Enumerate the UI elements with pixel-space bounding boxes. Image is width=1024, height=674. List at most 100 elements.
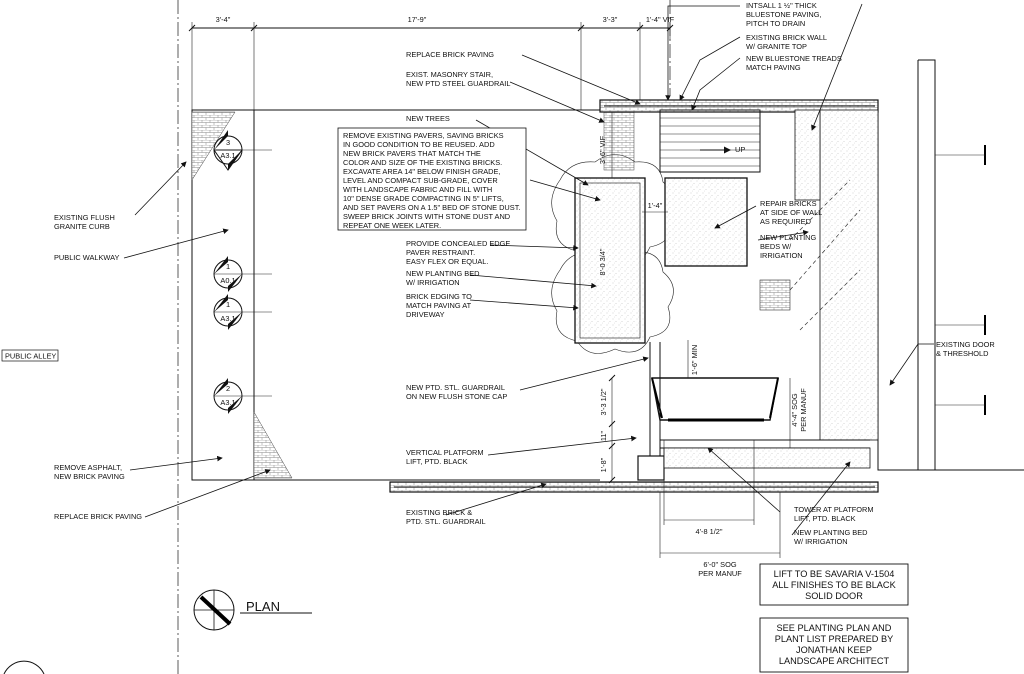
note-platform-lift: VERTICAL PLATFORM LIFT, PTD. BLACK: [406, 448, 483, 466]
svg-text:& THRESHOLD: & THRESHOLD: [936, 349, 988, 358]
svg-text:IN GOOD CONDITION TO BE REUSED: IN GOOD CONDITION TO BE REUSED. ADD: [343, 140, 495, 149]
section-marker-1-a3-1[interactable]: 1 A3.1: [213, 294, 272, 330]
dim-1-4-vif: 1'-4" VIF: [646, 15, 675, 24]
note-remove-asphalt: REMOVE ASPHALT, NEW BRICK PAVING: [54, 463, 125, 481]
svg-text:EXISTING BRICK &: EXISTING BRICK &: [406, 508, 472, 517]
svg-text:REPLACE BRICK PAVING: REPLACE BRICK PAVING: [406, 50, 494, 59]
svg-text:REPEAT ONE WEEK LATER.: REPEAT ONE WEEK LATER.: [343, 221, 441, 230]
note-new-planting-bed-2: NEW PLANTING BED W/ IRRIGATION: [794, 528, 868, 546]
marker-sheet: A3.1: [220, 314, 235, 323]
note-existing-brick-wall: EXISTING BRICK WALL W/ GRANITE TOP: [746, 33, 827, 51]
svg-text:AS REQUIRED: AS REQUIRED: [760, 217, 811, 226]
leader-lines: [123, 3, 934, 536]
svg-text:EXCAVATE AREA 14" BELOW FINISH: EXCAVATE AREA 14" BELOW FINISH GRADE,: [343, 167, 500, 176]
dim-17-9: 17'-9": [408, 15, 427, 24]
svg-text:LIFT, PTD. BLACK: LIFT, PTD. BLACK: [794, 514, 856, 523]
existing-guardrail: [389, 481, 879, 493]
svg-text:NEW BLUESTONE TREADS: NEW BLUESTONE TREADS: [746, 54, 842, 63]
note-replace-brick-paving-top: REPLACE BRICK PAVING: [406, 50, 494, 59]
svg-text:W/ IRRIGATION: W/ IRRIGATION: [406, 278, 460, 287]
masonry-stair: UP: [599, 99, 879, 267]
svg-text:IRRIGATION: IRRIGATION: [760, 251, 803, 260]
svg-text:SOLID DOOR: SOLID DOOR: [805, 591, 863, 601]
note-new-guardrail: NEW PTD. STL. GUARDRAIL ON NEW FLUSH STO…: [406, 383, 507, 401]
svg-text:10" DENSE GRADE COMPACTING IN: 10" DENSE GRADE COMPACTING IN 5" LIFTS,: [343, 194, 504, 203]
svg-text:NEW PTD STEEL GUARDRAIL: NEW PTD STEEL GUARDRAIL: [406, 79, 510, 88]
building-outline: [759, 59, 1024, 471]
marker-sheet: A3.1: [220, 398, 235, 407]
svg-text:SWEEP BRICK JOINTS WITH STONE: SWEEP BRICK JOINTS WITH STONE DUST AND: [343, 212, 510, 221]
note-public-alley: PUBLIC ALLEY: [1, 349, 59, 362]
dim-3-4: 3'-4": [216, 15, 231, 24]
svg-text:INTSALL 1 ½" THICK: INTSALL 1 ½" THICK: [746, 1, 817, 10]
svg-text:PITCH TO DRAIN: PITCH TO DRAIN: [746, 19, 805, 28]
marker-sheet: A0.1: [220, 276, 235, 285]
svg-text:NEW BRICK PAVING: NEW BRICK PAVING: [54, 472, 125, 481]
marker-num: 3: [226, 138, 230, 147]
svg-text:PUBLIC ALLEY: PUBLIC ALLEY: [5, 352, 56, 361]
marker-num: 1: [226, 262, 230, 271]
dim-3-3-1-2: 3'-3 1/2": [599, 388, 608, 415]
note-new-planting-bed: NEW PLANTING BED W/ IRRIGATION: [406, 269, 480, 287]
dim-1-4: 1'-4": [648, 201, 663, 210]
svg-text:PTD. STL. GUARDRAIL: PTD. STL. GUARDRAIL: [406, 517, 486, 526]
note-repair-bricks: REPAIR BRICKS AT SIDE OF WALL AS REQUIRE…: [760, 199, 822, 226]
note-brick-edging: BRICK EDGING TO MATCH PAVING AT DRIVEWAY: [406, 292, 472, 319]
svg-text:MATCH PAVING AT: MATCH PAVING AT: [406, 301, 472, 310]
dim-8-0-3-4: 8'-0 3/4": [598, 248, 607, 275]
note-existing-door: EXISTING DOOR & THRESHOLD: [936, 340, 995, 358]
up-label: UP: [735, 145, 745, 154]
svg-text:EXISTING DOOR: EXISTING DOOR: [936, 340, 995, 349]
marker-num: 1: [226, 300, 230, 309]
note-edge-restraint: PROVIDE CONCEALED EDGE PAVER RESTRAINT. …: [406, 239, 510, 266]
planting-bed-left: [574, 177, 646, 344]
section-marker-2-a3-1[interactable]: 2 A3.1: [213, 378, 272, 414]
note-exist-masonry-stair: EXIST. MASONRY STAIR, NEW PTD STEEL GUAR…: [406, 70, 510, 88]
plan-title: PLAN: [246, 599, 280, 614]
centerlines: [177, 0, 671, 674]
section-marker-3-a3-1[interactable]: 3 A3.1: [213, 130, 272, 171]
svg-text:COLOR AND SIZE OF THE EXISTING: COLOR AND SIZE OF THE EXISTING BRICKS.: [343, 158, 502, 167]
svg-text:REPLACE BRICK PAVING: REPLACE BRICK PAVING: [54, 512, 142, 521]
corner-circle: [3, 660, 45, 674]
svg-text:PAVER RESTRAINT.: PAVER RESTRAINT.: [406, 248, 475, 257]
svg-text:W/ GRANITE TOP: W/ GRANITE TOP: [746, 42, 807, 51]
svg-text:EXISTING BRICK WALL: EXISTING BRICK WALL: [746, 33, 827, 42]
note-new-planting-beds: NEW PLANTING BEDS W/ IRRIGATION: [760, 233, 817, 260]
boxed-note-planting: SEE PLANTING PLAN AND PLANT LIST PREPARE…: [759, 617, 909, 673]
svg-text:GRANITE CURB: GRANITE CURB: [54, 222, 110, 231]
platform-lift: [637, 342, 871, 481]
svg-text:LEVEL AND COMPACT SUB-GRADE, C: LEVEL AND COMPACT SUB-GRADE, COVER: [343, 176, 498, 185]
svg-text:SEE PLANTING PLAN AND: SEE PLANTING PLAN AND: [777, 623, 892, 633]
note-new-trees: NEW TREES: [406, 114, 450, 123]
dim-6-0-per-manuf: PER MANUF: [698, 569, 742, 578]
dim-4-4-per-manuf: PER MANUF: [799, 388, 808, 432]
svg-text:PROVIDE CONCEALED EDGE: PROVIDE CONCEALED EDGE: [406, 239, 510, 248]
svg-text:NEW BRICK PAVERS THAT MATCH T: NEW BRICK PAVERS THAT MATCH THE: [343, 149, 481, 158]
dim-6-0-sog: 6'-0" SOG: [703, 560, 736, 569]
svg-text:TOWER AT PLATFORM: TOWER AT PLATFORM: [794, 505, 874, 514]
public-walkway: [191, 109, 635, 481]
svg-text:PLANT LIST PREPARED BY: PLANT LIST PREPARED BY: [775, 634, 893, 644]
svg-text:NEW TREES: NEW TREES: [406, 114, 450, 123]
svg-text:BLUESTONE PAVING,: BLUESTONE PAVING,: [746, 10, 822, 19]
svg-text:JONATHAN KEEP: JONATHAN KEEP: [796, 645, 872, 655]
section-marker-1-a0-1[interactable]: 1 A0.1: [213, 256, 272, 292]
svg-text:PUBLIC WALKWAY: PUBLIC WALKWAY: [54, 253, 120, 262]
dim-4-4-sog: 4'-4" SOG: [790, 393, 799, 426]
svg-text:LANDSCAPE ARCHITECT: LANDSCAPE ARCHITECT: [779, 656, 890, 666]
svg-text:BRICK EDGING TO: BRICK EDGING TO: [406, 292, 472, 301]
vertical-dimensions: 3'-6" VIF 1'-4" 8'-0 3/4" 1'-6" MIN 3'-3…: [598, 112, 808, 578]
dim-4-8-1-2: 4'-8 1/2": [695, 527, 722, 536]
svg-text:EXISTING FLUSH: EXISTING FLUSH: [54, 213, 115, 222]
svg-text:REMOVE EXISTING PAVERS, SAVING: REMOVE EXISTING PAVERS, SAVING BRICKS: [343, 131, 504, 140]
svg-text:VERTICAL PLATFORM: VERTICAL PLATFORM: [406, 448, 483, 457]
top-dimension-string: 3'-4" 17'-9" 3'-3" 1'-4" VIF: [188, 15, 675, 110]
svg-text:AND SET PAVERS ON A 1.5" BED O: AND SET PAVERS ON A 1.5" BED OF STONE DU…: [343, 203, 520, 212]
svg-text:ON NEW FLUSH STONE CAP: ON NEW FLUSH STONE CAP: [406, 392, 507, 401]
note-install-bluestone: INTSALL 1 ½" THICK BLUESTONE PAVING, PIT…: [746, 1, 822, 28]
dim-11: 11": [599, 430, 608, 441]
svg-text:ALL FINISHES TO BE BLACK: ALL FINISHES TO BE BLACK: [772, 580, 896, 590]
svg-text:WITH LANDSCAPE FABRIC AND FILL: WITH LANDSCAPE FABRIC AND FILL WITH: [343, 185, 492, 194]
